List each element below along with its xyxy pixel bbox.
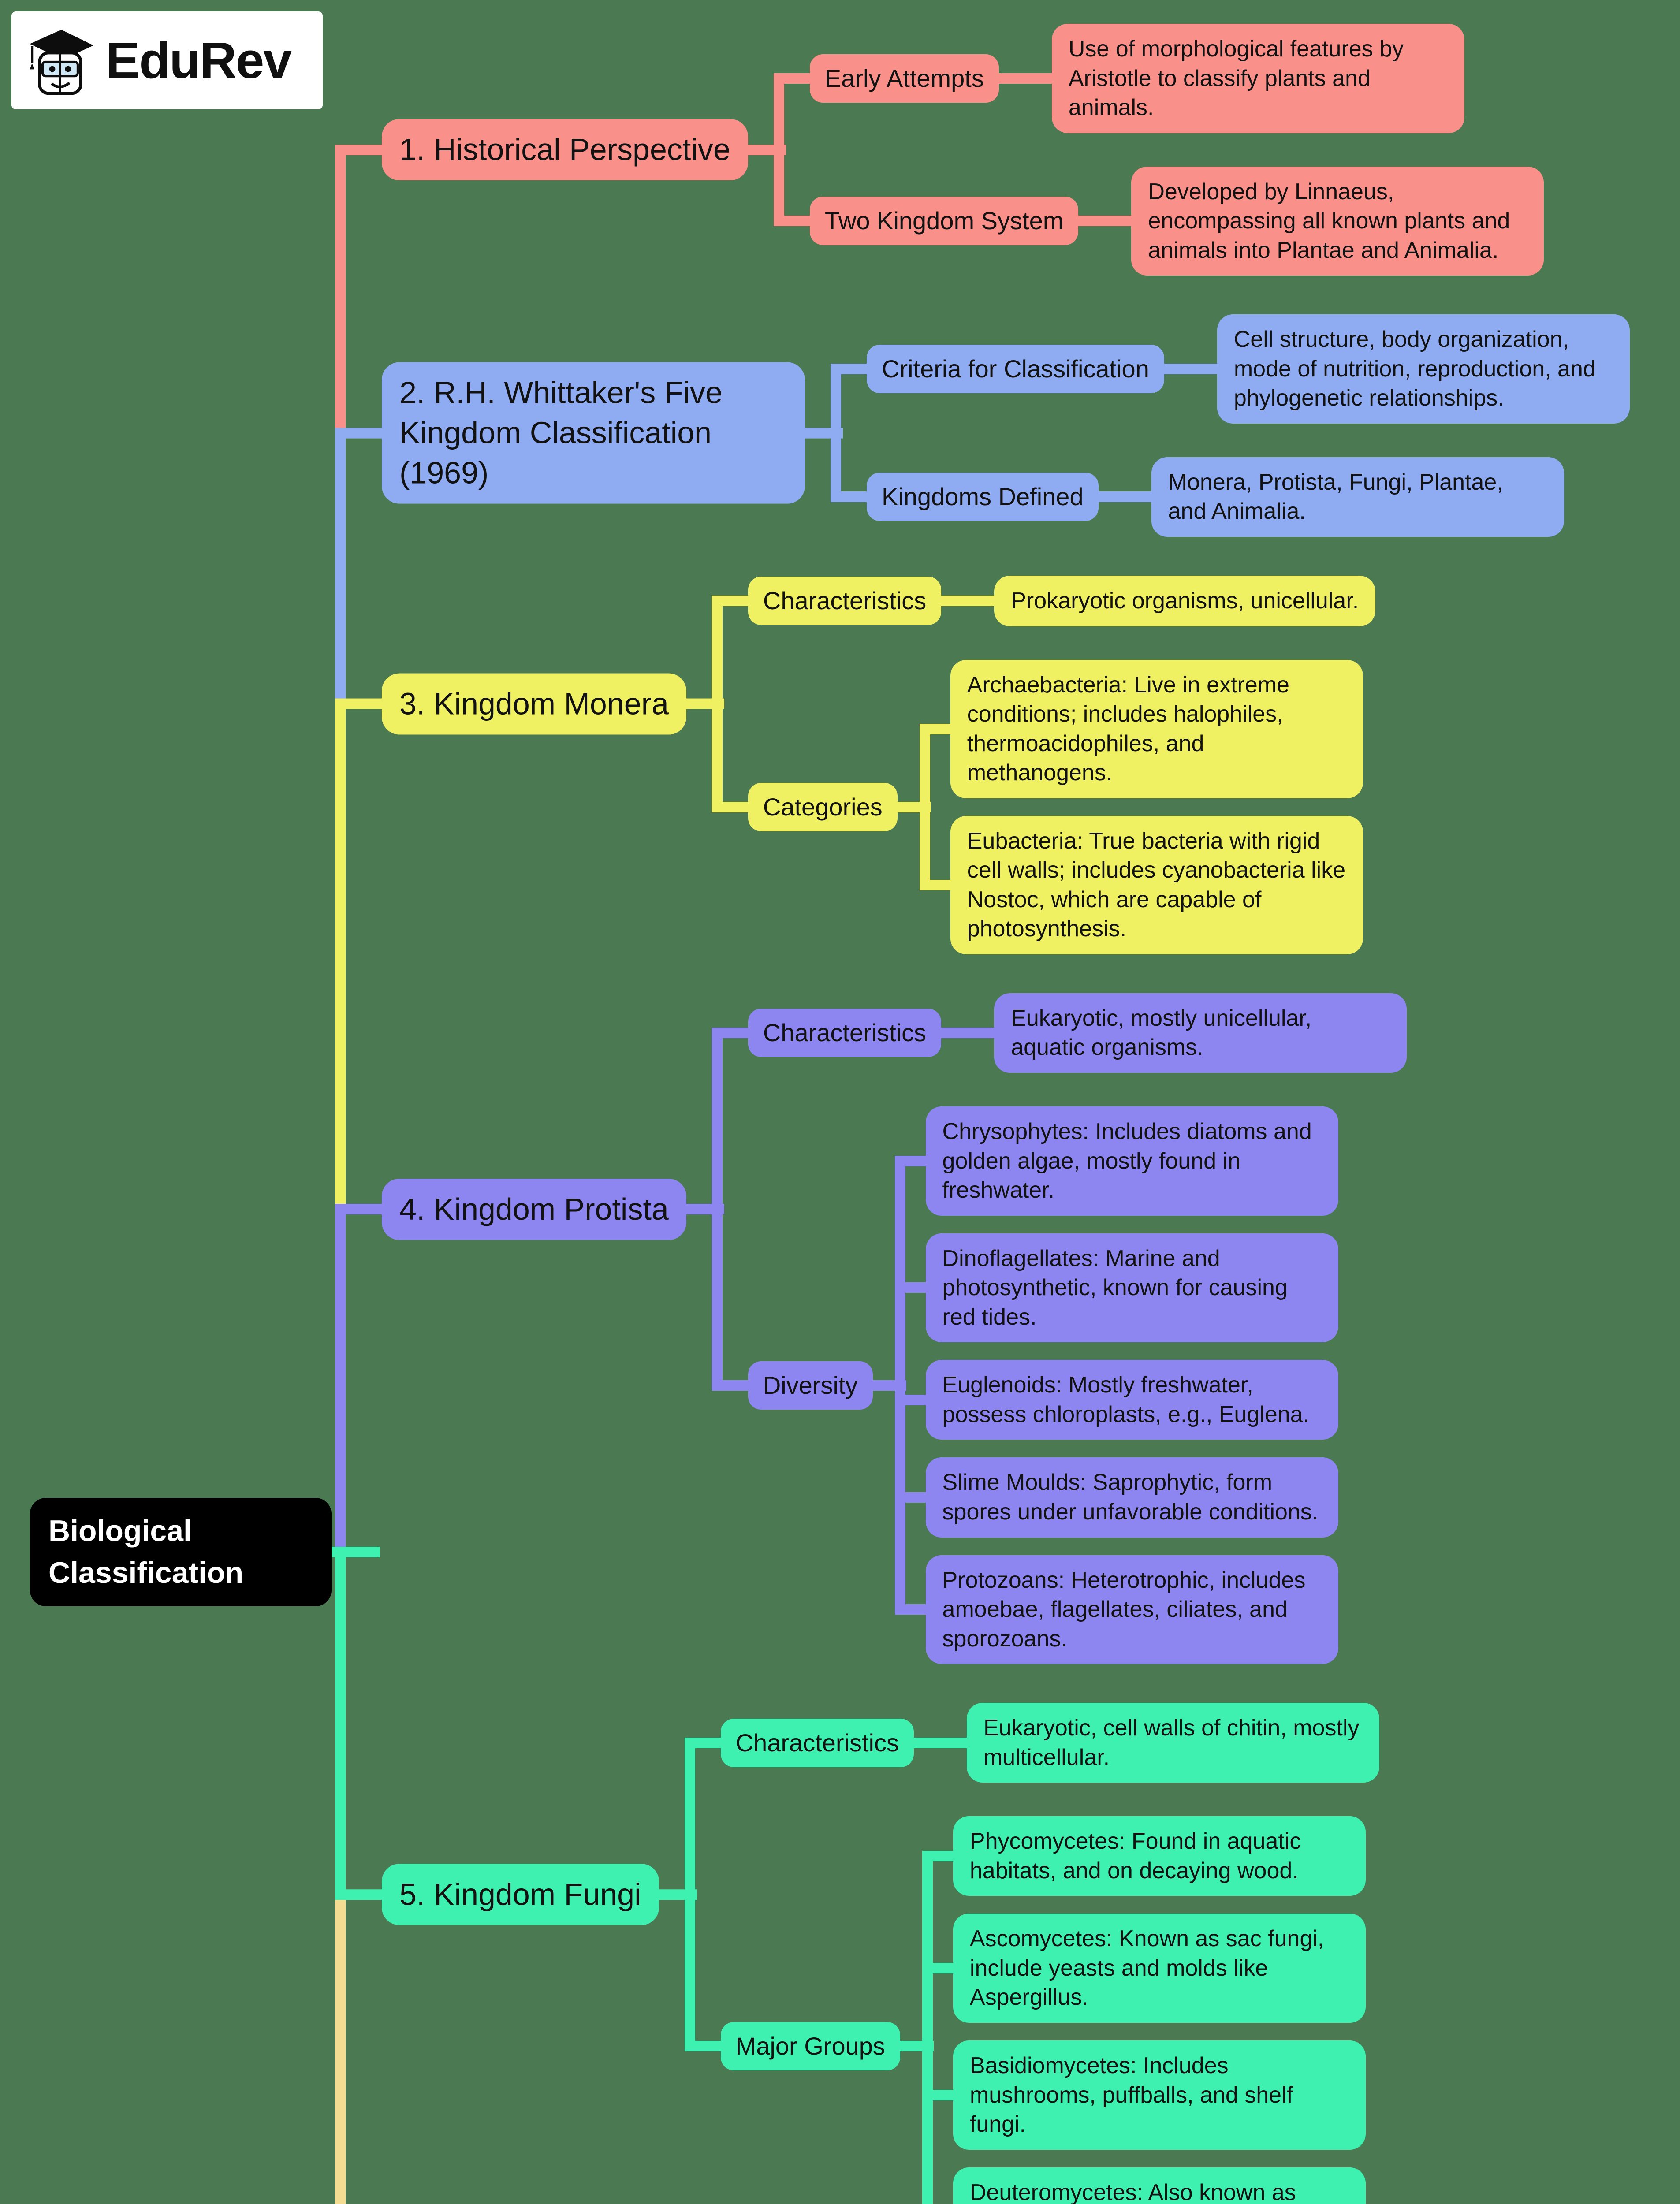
- trunk-segment: [335, 1552, 346, 1895]
- label-node: Two Kingdom System: [809, 197, 1112, 246]
- label-node: Kingdoms Defined: [867, 473, 1132, 521]
- sub-branch-monera-categories: Categories Archaebacteria: Live in extre…: [711, 643, 1375, 971]
- leaf-row: Ascomycetes: Known as sac fungi, include…: [922, 1905, 1366, 2032]
- description-node: Prokaryotic organisms, unicellular.: [994, 576, 1376, 626]
- leaf-row: Protozoans: Heterotrophic, includes amoe…: [894, 1546, 1338, 1673]
- description-node: Protozoans: Heterotrophic, includes amoe…: [925, 1555, 1338, 1664]
- root-node-biological-classification: Biological Classification: [30, 1497, 380, 1606]
- description-node: Slime Moulds: Saprophytic, form spores u…: [925, 1457, 1338, 1538]
- branch-node: 3. Kingdom Monera: [335, 673, 724, 735]
- sub-branch-early-attempts: Early Attempts Use of morphological feat…: [773, 7, 1544, 150]
- description-node: Cell structure, body organization, mode …: [1217, 314, 1630, 424]
- logo-brand-text: EduRev: [106, 32, 292, 89]
- sub-branch-kingdoms-defined: Kingdoms Defined Monera, Protista, Fungi…: [831, 440, 1630, 554]
- label-node: Criteria for Classification: [867, 345, 1198, 394]
- leaf-row: Slime Moulds: Saprophytic, form spores u…: [894, 1448, 1338, 1546]
- trunk-segment: [335, 1209, 346, 1552]
- description-node: Use of morphological features by Aristot…: [1051, 24, 1464, 133]
- leaf-row: Dinoflagellates: Marine and photosynthet…: [894, 1224, 1338, 1351]
- description-node: Ascomycetes: Known as sac fungi, include…: [953, 1914, 1366, 2023]
- description-node: Eukaryotic, cell walls of chitin, mostly…: [966, 1703, 1379, 1783]
- label-node: Early Attempts: [809, 54, 1032, 103]
- label-node: Characteristics: [748, 1009, 975, 1057]
- description-node: Euglenoids: Mostly freshwater, possess c…: [925, 1360, 1338, 1440]
- label-node: Characteristics: [748, 577, 975, 625]
- leaf-row: Phycomycetes: Found in aquatic habitats,…: [922, 1807, 1366, 1905]
- sub-branch-protista-diversity: Diversity Chrysophytes: Includes diatoms…: [711, 1090, 1407, 1681]
- sub-branch-monera-characteristics: Characteristics Prokaryotic organisms, u…: [711, 559, 1376, 643]
- leaf-row: Chrysophytes: Includes diatoms and golde…: [894, 1098, 1338, 1225]
- branch-kingdom-fungi: 5. Kingdom Fungi Characteristics Eukaryo…: [335, 1686, 1379, 2204]
- description-node: Basidiomycetes: Includes mushrooms, puff…: [953, 2040, 1366, 2150]
- edurev-mascot-icon: [30, 30, 94, 95]
- description-node: Eukaryotic, mostly unicellular, aquatic …: [994, 993, 1407, 1073]
- branch-historical-perspective: 1. Historical Perspective Early Attempts…: [335, 7, 1544, 293]
- branch-node: 4. Kingdom Protista: [335, 1178, 724, 1240]
- label-node: Diversity: [748, 1361, 906, 1410]
- description-node: Chrysophytes: Includes diatoms and golde…: [925, 1106, 1338, 1216]
- leaf-row: Cell structure, body organization, mode …: [1186, 305, 1630, 432]
- leaf-row: Prokaryotic organisms, unicellular.: [963, 567, 1376, 635]
- sub-branch-criteria-for-classification: Criteria for Classification Cell structu…: [831, 298, 1630, 440]
- leaf-row: Eubacteria: True bacteria with rigid cel…: [919, 807, 1363, 963]
- leaf-row: Eukaryotic, cell walls of chitin, mostly…: [935, 1694, 1379, 1791]
- leaf-row: Use of morphological features by Aristot…: [1021, 15, 1464, 142]
- description-node: Phycomycetes: Found in aquatic habitats,…: [953, 1816, 1366, 1896]
- branch-kingdom-monera: 3. Kingdom Monera Characteristics Prokar…: [335, 559, 1376, 971]
- leaf-row: Archaebacteria: Live in extreme conditio…: [919, 651, 1363, 807]
- leaf-row: Euglenoids: Mostly freshwater, possess c…: [894, 1351, 1338, 1449]
- sub-branch-two-kingdom-system: Two Kingdom System Developed by Linnaeus…: [773, 149, 1544, 293]
- sub-branch-protista-characteristics: Characteristics Eukaryotic, mostly unice…: [711, 976, 1407, 1090]
- leaf-row: Developed by Linnaeus, encompassing all …: [1100, 158, 1544, 285]
- sub-branch-fungi-major-groups: Major Groups Phycomycetes: Found in aqua…: [684, 1799, 1379, 2204]
- leaf-row: Basidiomycetes: Includes mushrooms, puff…: [922, 2031, 1366, 2159]
- sub-branch-fungi-characteristics: Characteristics Eukaryotic, cell walls o…: [684, 1686, 1379, 1800]
- branch-node: 1. Historical Perspective: [335, 119, 786, 181]
- description-node: Archaebacteria: Live in extreme conditio…: [950, 659, 1363, 798]
- label-node: Major Groups: [720, 2022, 934, 2071]
- branches-column: 1. Historical Perspective Early Attempts…: [335, 0, 1630, 2204]
- branch-whittaker-five-kingdom: 2. R.H. Whittaker's Five Kingdom Classif…: [335, 298, 1630, 554]
- branch-kingdom-protista: 4. Kingdom Protista Characteristics Euka…: [335, 976, 1407, 1681]
- description-node: Dinoflagellates: Marine and photosynthet…: [925, 1233, 1338, 1343]
- label-node: Categories: [748, 782, 931, 831]
- label-node: Characteristics: [720, 1718, 948, 1767]
- leaf-row: Eukaryotic, mostly unicellular, aquatic …: [963, 984, 1407, 1082]
- branch-node: 5. Kingdom Fungi: [335, 1864, 697, 1925]
- leaf-row: Deuteromycetes: Also known as imperfect …: [922, 2158, 1366, 2204]
- description-node: Eubacteria: True bacteria with rigid cel…: [950, 815, 1363, 954]
- edurev-logo: EduRev: [11, 11, 323, 109]
- description-node: Deuteromycetes: Also known as imperfect …: [953, 2167, 1366, 2204]
- description-node: Monera, Protista, Fungi, Plantae, and An…: [1151, 457, 1564, 537]
- branch-node: 2. R.H. Whittaker's Five Kingdom Classif…: [335, 362, 843, 504]
- leaf-row: Monera, Protista, Fungi, Plantae, and An…: [1120, 448, 1564, 546]
- description-node: Developed by Linnaeus, encompassing all …: [1131, 166, 1544, 276]
